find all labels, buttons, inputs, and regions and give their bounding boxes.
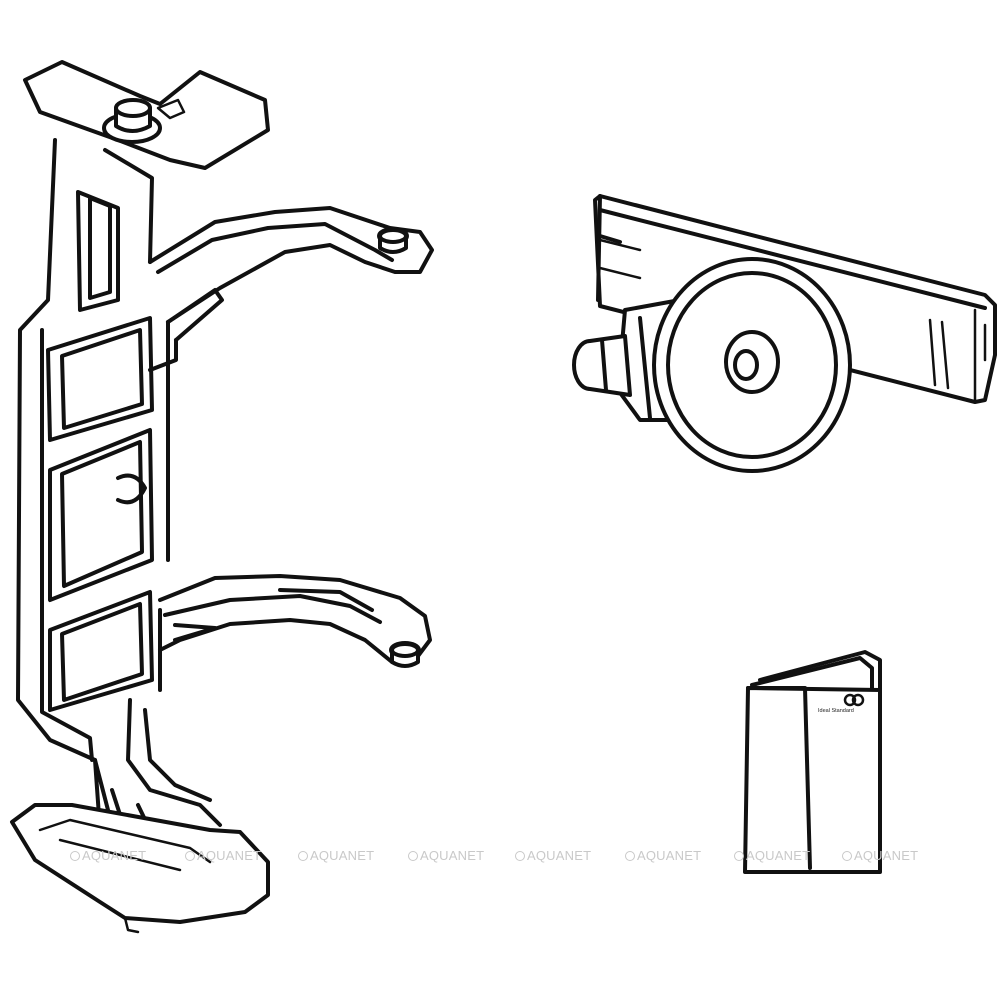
watermark-logo-icon	[515, 851, 525, 861]
watermark-item: AQUANET	[625, 848, 701, 863]
watermark-logo-icon	[734, 851, 744, 861]
watermark-text: AQUANET	[637, 848, 702, 863]
watermark-logo-icon	[408, 851, 418, 861]
watermark-item: AQUANET	[408, 848, 484, 863]
watermark-item: AQUANET	[185, 848, 261, 863]
watermark-item: AQUANET	[70, 848, 146, 863]
watermark-item: AQUANET	[298, 848, 374, 863]
watermark-row: AQUANET AQUANET AQUANET AQUANET AQUANET …	[70, 848, 950, 868]
watermark-text: AQUANET	[310, 848, 375, 863]
watermark-item: AQUANET	[734, 848, 810, 863]
mounting-bracket	[10, 60, 434, 934]
watermark-logo-icon	[185, 851, 195, 861]
watermark-text: AQUANET	[746, 848, 811, 863]
watermark-text: AQUANET	[527, 848, 592, 863]
watermark-item: AQUANET	[842, 848, 918, 863]
watermark-logo-icon	[625, 851, 635, 861]
watermark-text: AQUANET	[420, 848, 485, 863]
watermark-logo-icon	[298, 851, 308, 861]
watermark-text: AQUANET	[197, 848, 262, 863]
watermark-text: AQUANET	[82, 848, 147, 863]
watermark-logo-icon	[70, 851, 80, 861]
watermark-text: AQUANET	[854, 848, 919, 863]
valve-assembly	[572, 194, 997, 473]
watermark-logo-icon	[842, 851, 852, 861]
booklet-brand-label: Ideal Standard	[818, 708, 854, 714]
watermark-item: AQUANET	[515, 848, 591, 863]
instruction-booklet	[743, 650, 882, 874]
